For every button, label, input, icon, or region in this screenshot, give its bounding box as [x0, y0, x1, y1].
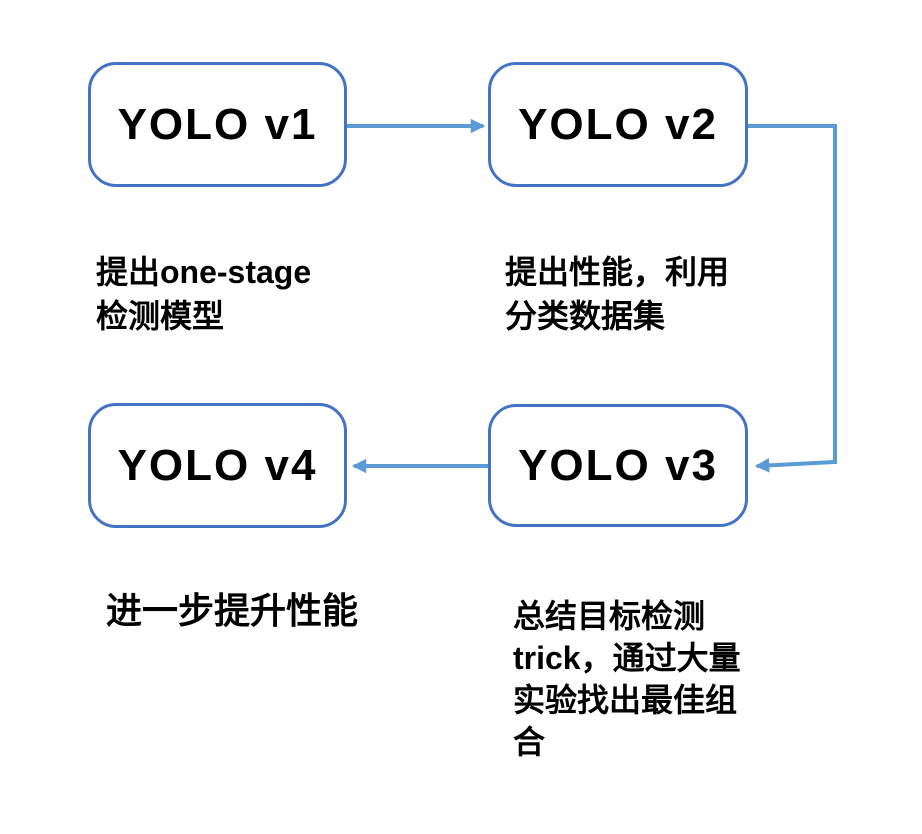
node-yolo-v3-label: YOLO v3	[518, 440, 718, 490]
node-yolo-v4-label: YOLO v4	[117, 440, 318, 490]
annotation-yolo-v1: 提出one-stage 检测模型	[96, 254, 312, 334]
annotation-yolo-v4: 进一步提升性能	[106, 590, 359, 631]
annotation-yolo-v3: 总结目标检测 trick，通过大量 实验找出最佳组 合	[513, 598, 741, 760]
arrow-v2-to-v3	[748, 124, 837, 473]
node-yolo-v2-label: YOLO v2	[518, 99, 718, 149]
node-yolo-v1-label: YOLO v1	[117, 99, 318, 149]
node-yolo-v4: YOLO v4	[88, 403, 347, 528]
node-yolo-v1: YOLO v1	[88, 62, 347, 187]
node-yolo-v3: YOLO v3	[488, 404, 748, 527]
annotation-yolo-v2: 提出性能，利用 分类数据集	[505, 254, 730, 334]
node-yolo-v2: YOLO v2	[488, 62, 748, 187]
